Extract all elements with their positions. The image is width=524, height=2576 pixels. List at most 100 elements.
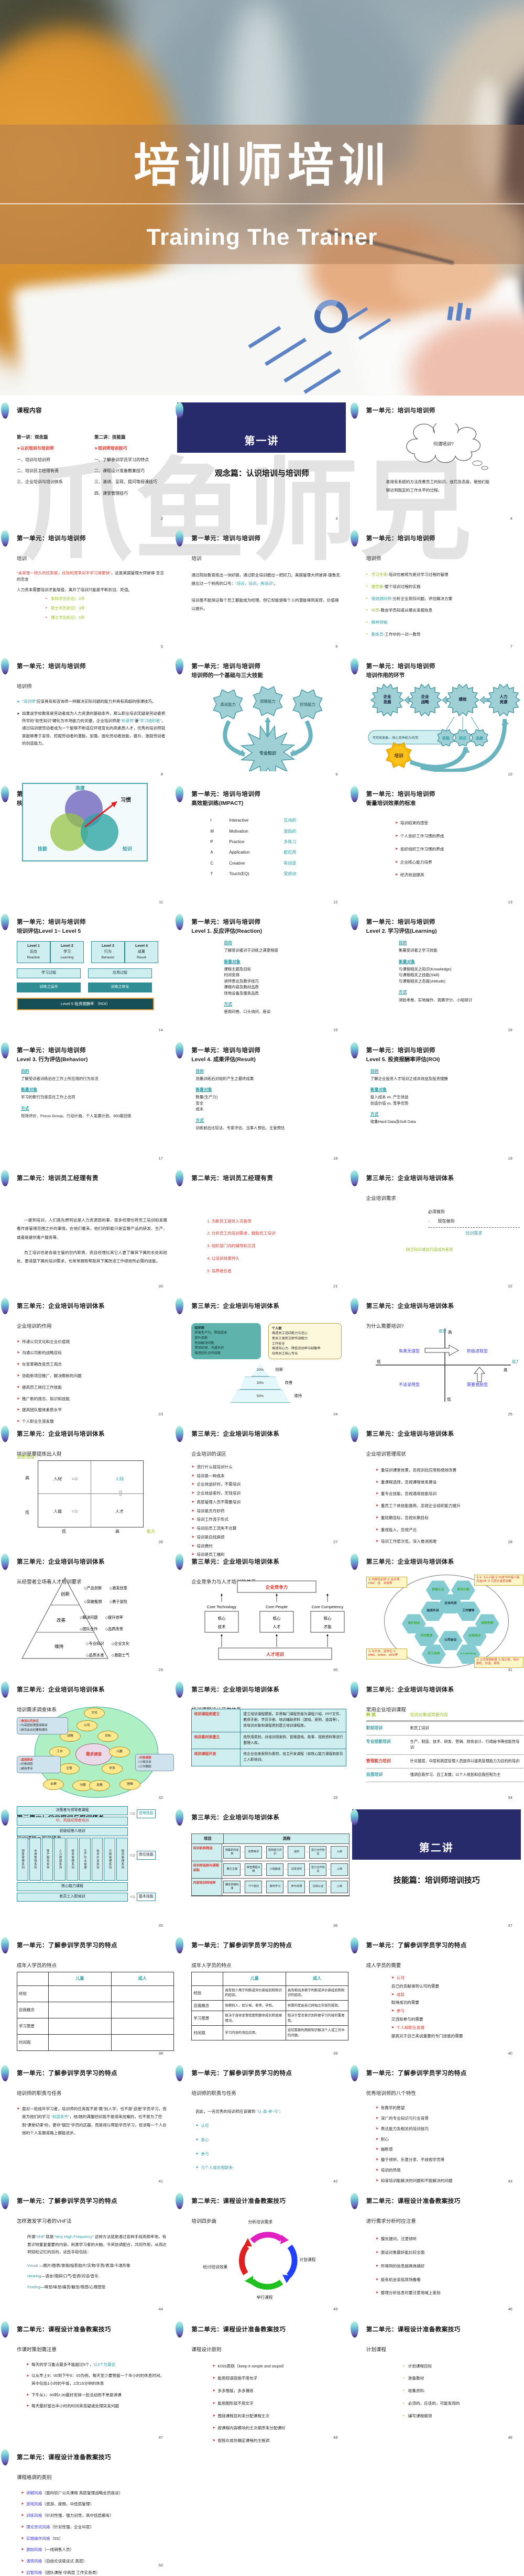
slide-thumbnail[interactable]: 第三单元：企业培训与培训体系从经营者立场看人才培训要求 创新改善维持 ◇产品创新… xyxy=(0,1551,174,1678)
slide-thumbnail[interactable]: 第一单元：了解参训学员学习的特点成年人学员的特点 儿童成人 经验具有很少用于判断… xyxy=(174,1934,349,2062)
slide-text-line: ➤每天最好留出半小时的时间来答疑或处理突发问题 xyxy=(26,2403,119,2408)
slide-body: ➤面对一班成年学习者，培训师的任务既不是“教”别人学，也不是“迫使”学员学习，而… xyxy=(17,2101,167,2137)
slide-thumbnail[interactable]: 第一单元：培训与培训师培训师的一个基础与三大技能 演说能力洞察能力控场能力 专业… xyxy=(174,655,349,783)
level-section: 目的了解受训者训练后在工作上所应用的行为状况 xyxy=(21,1068,99,1081)
slide-thumbnail[interactable]: 第三单元：企业培训与培训体系企业竞争力与人才培训的关系 企业竞争力 Core T… xyxy=(174,1551,349,1678)
slide-text-line: ▪准备教材 xyxy=(402,2376,424,2381)
slide-thumbnail[interactable]: 第三单元：企业培训与培训体系企业培训管理现状➤重培训课堂效果，忽视训后应用和绩效… xyxy=(350,1423,524,1551)
slide-subtitle: 课程格调的类别 xyxy=(17,2474,52,2481)
slide-page-number: 29 xyxy=(158,1667,163,1672)
slide-text-line: 交流和参与的需要 xyxy=(391,2017,423,2022)
slide-text-line: ▪向导-教会学员知道从哪去发掘信息 xyxy=(366,608,433,613)
slide-thumbnail[interactable]: 第一单元：培训与培训师培训师▪学习专家-培训也被称为是对学习过程的管理▪提供者-… xyxy=(350,527,524,655)
slide-thumbnail[interactable]: 第一单元：了解参训学员学习的特点成人学员的需要➤认可自己的贡献得到认可的需要➤成… xyxy=(350,1934,524,2062)
slide-thumbnail[interactable]: 第一单元：了解参训学员学习的特点优秀培训师的八个特性➤有教学的愿望➤深广的专业知… xyxy=(350,2062,524,2190)
section-subtitle: 观念篇：认识培训与培训师 xyxy=(214,469,309,478)
slide-thumbnail[interactable]: 第三单元：企业培训与培训体系培训是要提炼出人财 意愿/态度 高低 人材人财 人裁… xyxy=(0,1423,174,1551)
slide-thumbnail[interactable]: 第三单元：企业培训与培训体系培训课程设计开发体系培训课程库建立建立培训课程模板，… xyxy=(174,1678,349,1806)
slide-thumbnail[interactable]: 第二单元：课程设计准备教案技巧计划课程▪计划课程目标▪准备教材▪收集资料:▪必须… xyxy=(350,2318,524,2446)
slide-page-number: 12 xyxy=(333,900,338,905)
slide-text-line: 提高对于自己来说重要的专门技能的需要 xyxy=(391,2033,463,2038)
slide-subtitle: 企业培训管理现状 xyxy=(366,1451,406,1457)
slide-page-number: 35 xyxy=(158,1923,163,1928)
slide-text-line: ➤如果说学校教育是劳动者成为人力资源的基础条件，那么职业培训无疑是劳动者把所学的… xyxy=(17,711,166,746)
slide-thumbnail[interactable]: 第三单元：企业培训与培训体系企业培训需求 必须做到- 现在做到 培训需求 缺乏知… xyxy=(350,1167,524,1295)
svg-text:企业竞争力: 企业竞争力 xyxy=(265,1585,288,1590)
slide-thumbnail[interactable]: 第二单元：课程设计准备教案技巧进行需求分析时应注意➤擅长提问，注意倾听➤面谈对象… xyxy=(350,2190,524,2318)
slide-title: 第一单元：培训与培训师 xyxy=(17,536,86,542)
svg-text:Core Technology: Core Technology xyxy=(207,1604,236,1609)
svg-text:核心: 核心 xyxy=(218,1616,226,1621)
slide-title: 第三单元：企业培训与培训体系 xyxy=(191,1431,280,1437)
slide-text-line: ▪学习专家-培训也被称为是对学习过程的管理 xyxy=(366,572,449,577)
slide-page-number: 40 xyxy=(508,2051,512,2056)
level-section: 衡量对象课程主题及目标时间安排讲师表达及教学技巧课程内容及教材品质场地设备及服务… xyxy=(224,959,259,996)
slide-text-line: ➤在变革期改变员工观念 xyxy=(17,1362,62,1367)
slide-thumbnail[interactable]: 第一单元：培训与培训师衡量培训效果的标准➤培训结束的感受➤个人良好工作习惯的养成… xyxy=(350,783,524,911)
slide-thumbnail[interactable]: 第一单元：了解参训学员学习的特点培训师的职责与任务因此，一名优秀的培训师应该做到… xyxy=(174,2062,349,2190)
svg-text:培训: 培训 xyxy=(394,753,403,758)
slide-title: 第二单元：课程设计准备教案技巧 xyxy=(191,2326,286,2333)
willing-ability-matrix: 意愿高 低能力高低 有勇无谋型积极进取型 不该录用型需要激励型 xyxy=(375,1328,520,1402)
brand-swirl-icon xyxy=(1,1937,9,1954)
slide-thumbnail[interactable]: 第三单元：企业培训与培训体系培训课程三明治体系 决策者与领导者课程中、高级经理者… xyxy=(0,1806,174,1934)
slide-subtitle: 培训四步曲 xyxy=(191,2219,216,2225)
slide-text-line: ➤能有机会亲临现场看看 xyxy=(375,2277,421,2282)
slide-title: 第一单元：培训与培训师 xyxy=(17,1047,86,1054)
brand-swirl-icon xyxy=(176,1553,184,1570)
watermark-text: 爪鱼师兄 xyxy=(21,449,474,573)
child-adult-table: 儿童成人 经验具有很少用于判断或评价新经验和知识的经验。具有相当多赖于判断或评价… xyxy=(191,1972,349,2041)
slide-thumbnail[interactable]: 第一单元：了解参训学员学习的特点成年人学员的特点 儿童成人 经验自我概念学习意愿… xyxy=(0,1934,174,2062)
slide-body: 资格认证读书小组企业内训选派外训工作辅导海外培训参观考察学历教育在岗培训公司会议… xyxy=(366,1574,523,1668)
slide-thumbnail[interactable]: 第一单元：了解参训学员学习的特点培训师的职责与任务➤面对一班成年学习者，培训师的… xyxy=(0,2062,174,2190)
slide-text-line: 5. 培养继任者 xyxy=(207,1268,232,1273)
slide-thumbnail[interactable]: 第二单元：课程设计准备教案技巧课程格调的类别➤讲解风格（面向较广公共课程 高层管… xyxy=(0,2446,174,2575)
slide-thumbnail[interactable]: 第三单元：企业培训与培训体系为什么需要培训? 意愿高 低能力高低 有勇无谋型积极… xyxy=(350,1295,524,1423)
slide-subtitle: 企业培训的作用 xyxy=(17,1323,52,1329)
slide-thumbnail[interactable]: 第二单元：课程设计准备教案技巧课程设计原则➤KISS原则（keep it sim… xyxy=(174,2318,349,2446)
slide-thumbnail[interactable]: 第二单元：培训员工经理有责一提到培训，人们首先想到这是人力资源部的事，很多经理也… xyxy=(0,1167,174,1295)
slide-subtitle: 从经营者立场看人才培训要求 xyxy=(17,1579,82,1585)
slide-text-line: ➤企业效益差时，无钱培训 xyxy=(191,1491,241,1496)
slide-thumbnail[interactable]: 第三单元：企业培训与培训体系企业学习体系 资格认证读书小组企业内训选派外训工作辅… xyxy=(350,1551,524,1678)
slide-thumbnail[interactable]: 第二单元：课程设计准备教案技巧培训四步曲 分析培训需求 计划课程 举行课程 检讨… xyxy=(174,2190,349,2318)
slide-thumbnail[interactable]: 第一单元：培训与培训师 何谓培训? 是用有系统的方法改善员工的知识、技巧及态度，… xyxy=(350,399,524,527)
slide-thumbnail[interactable]: 第一单元：了解参训学员学习的特点怎样激发学习者的VHF法所谓“VHF”就是“Ve… xyxy=(0,2190,174,2318)
slide-text-line: ➤启智风格（团队课程 中高层 工作实务类） xyxy=(21,2570,100,2575)
slide-page-number: 36 xyxy=(333,1923,338,1928)
slide-subtitle: 培训师的职责与任务 xyxy=(191,2091,236,2097)
brand-swirl-icon xyxy=(176,2193,184,2210)
slide-thumbnail[interactable]: 第一单元：培训与培训师培训“未来惟一持久的优势是，比你的竞争对手学习得更快”，这… xyxy=(0,527,174,655)
slide-thumbnail[interactable]: 第三单元：企业培训与培训体系企业培训的作用➤传递公司文化和企业价值观➤沟通公司新… xyxy=(0,1295,174,1424)
slide-text-line: ➤培训费时 xyxy=(191,1543,213,1548)
slide-thumbnail[interactable]: 第一单元：培训与培训师培训作用的环节企业发展企业战略绩效人力资源可持续发展— 核… xyxy=(350,655,524,783)
slide-text-line: ▪本科学历折旧：2年 xyxy=(46,596,85,602)
slide-thumbnail[interactable]: 课程内容第一讲：观念篇➤认识培训与培训师一、培训与培训师二、培训员工经理有责三、… xyxy=(0,399,174,527)
slide-thumbnail[interactable]: 第三单元：企业培训与培训体系培训需求调查体系 需求调查 文化公司战略目标工作兴趣… xyxy=(0,1678,174,1806)
slide-subtitle: Level 4. 成果评估(Result) xyxy=(191,1056,256,1063)
slide-thumbnail[interactable]: 第一单元：培训与培训师培训师➤“培训师”应该具有和咨询师一样解决实际问题的能力并… xyxy=(0,655,174,783)
slide-thumbnail[interactable]: 第三单元：企业培训与培训体系企业培训的误区➤流行什么就培训什么➤培训是一种成本➤… xyxy=(174,1423,349,1557)
slide-thumbnail[interactable]: 第一单元：培训与培训师培训通过院校教育炼出一块好钢，通过职业培训磨出一把好刀。美… xyxy=(174,527,349,655)
slide-thumbnail[interactable]: 第三单元：企业培训与培训体系企业培训的目的 组织面提高生产力，降低成本提升品质有… xyxy=(174,1295,349,1423)
slide-text-line: ➤幽默感 xyxy=(375,2147,393,2152)
slide-thumbnail[interactable]: 第二单元：课程设计准备教案技巧作课时策划需注意➤每天的学习重点最多不能超过5个，… xyxy=(0,2318,174,2446)
slide-text-line: ▪提供者-整个培训过程的实施 xyxy=(366,584,421,589)
slide-page-number: 26 xyxy=(158,1539,163,1544)
slide-text-line: ➤知道培训能解决的问题和不能解决的问题 xyxy=(375,2178,453,2183)
slide-thumbnail[interactable]: 第三单元：企业培训与培训体系常用企业培训课程 种 类培训对象或简要内容 职前培训… xyxy=(350,1678,524,1806)
brand-swirl-icon xyxy=(350,1170,358,1186)
slide-text-line: 4. 让培训效果持久 xyxy=(207,1256,239,1261)
